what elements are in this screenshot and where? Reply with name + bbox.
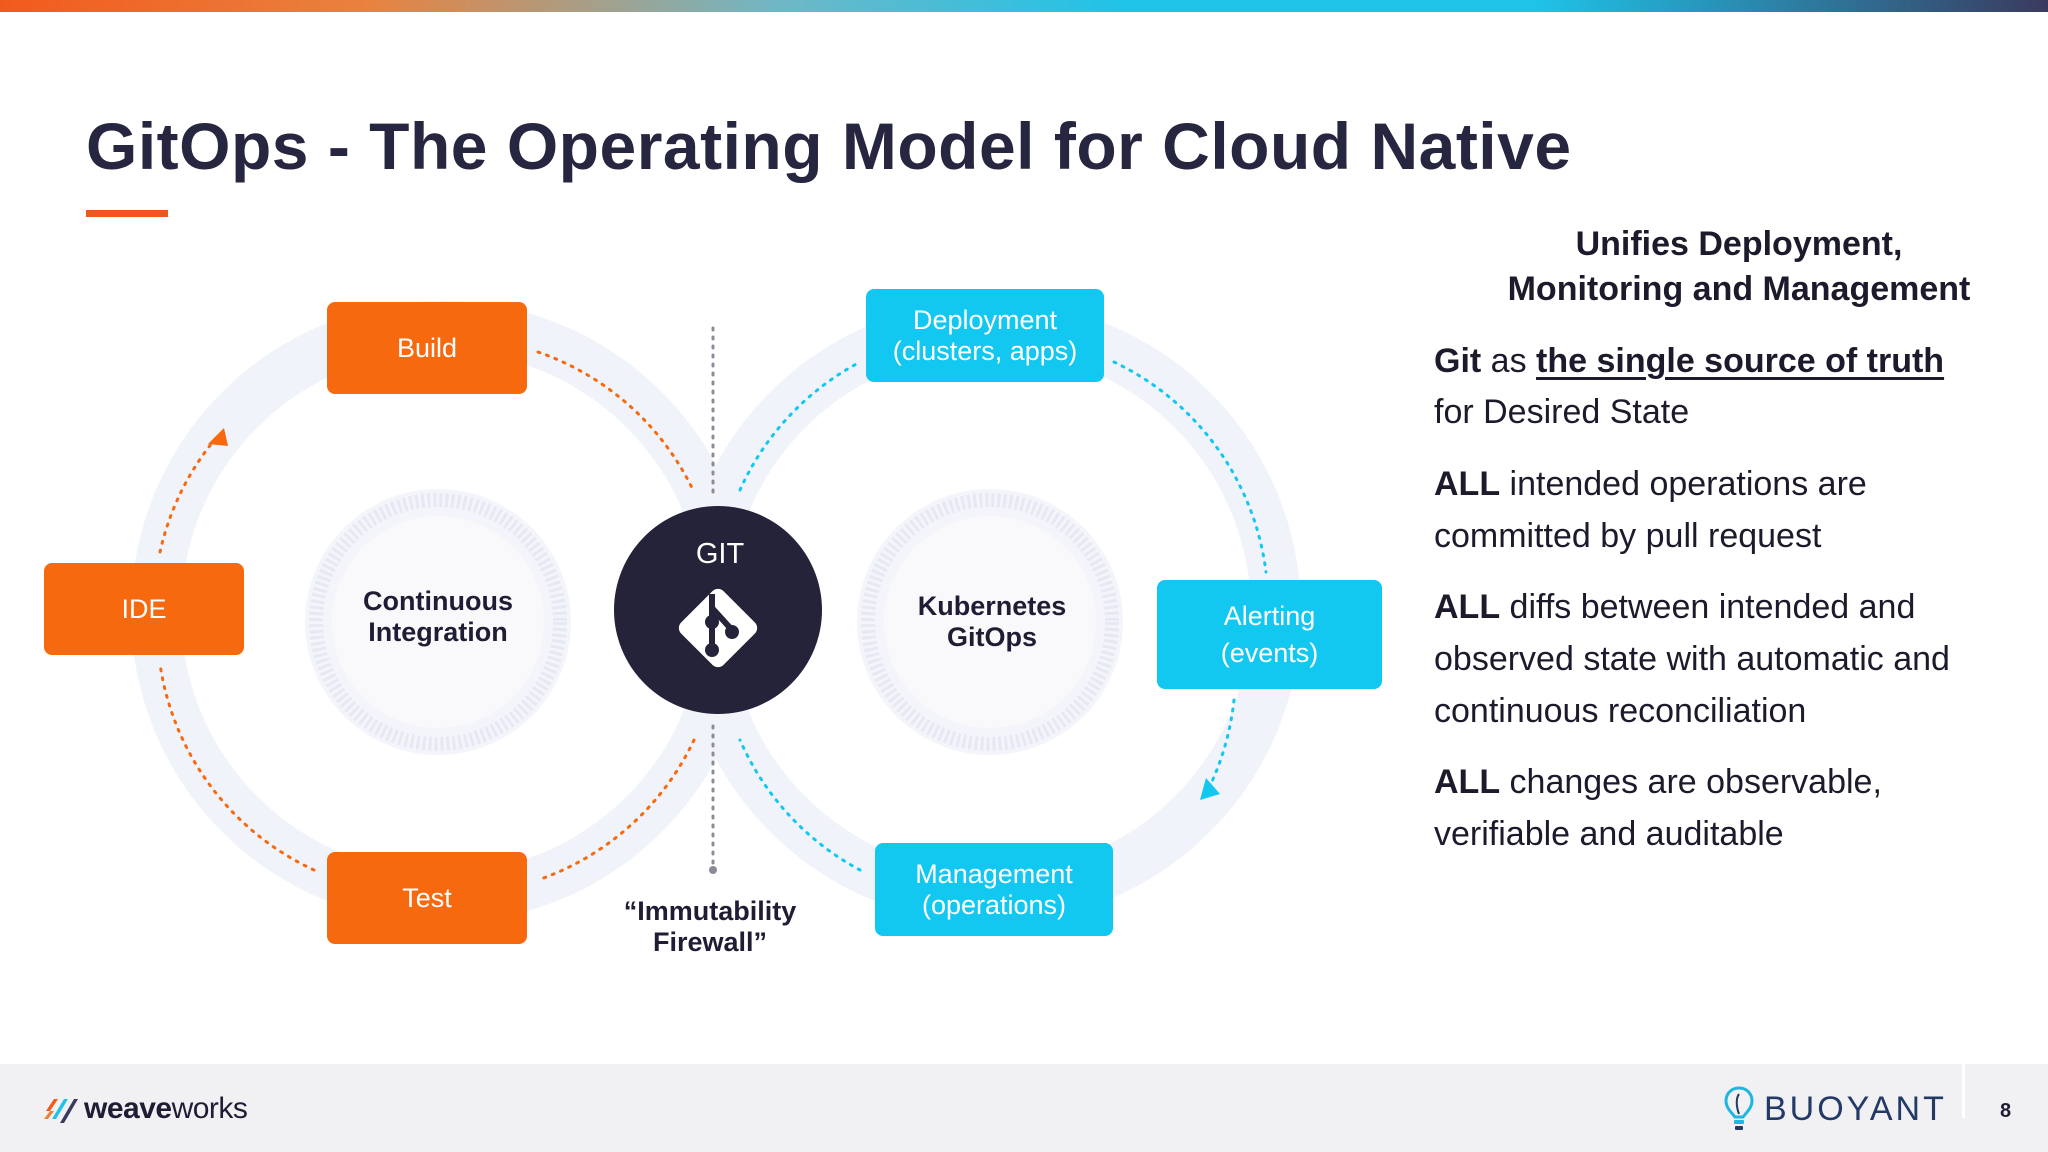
build-label: Build: [396, 332, 458, 363]
ide-label: IDE: [121, 593, 167, 624]
git-label: GIT: [695, 538, 745, 570]
cd-arc-alerting-to-management: [1206, 698, 1236, 792]
ci-arc-git-to-test: [536, 738, 696, 882]
ci-center-label: Continuous Integration: [338, 586, 538, 648]
ci-arc-build-to-git: [536, 350, 696, 494]
point-3-rest: diffs between intended and observed stat…: [1434, 588, 1950, 730]
alerting-box: Alerting (events): [1157, 580, 1382, 689]
git-logo-icon: [678, 588, 758, 668]
ci-center-line-1: Continuous: [363, 586, 513, 616]
point-pull-request: ALL intended operations are committed by…: [1434, 459, 1934, 562]
point-3-lead: ALL: [1434, 588, 1501, 627]
point-source-of-truth: Git as the single source of truth for De…: [1434, 336, 2014, 439]
cd-center-label: Kubernetes GitOps: [892, 591, 1092, 653]
panel-heading-line-1: Unifies Deployment,: [1575, 225, 1903, 263]
deployment-label: Deployment: [912, 305, 1058, 336]
point-1-emphasis: the single source of truth: [1536, 341, 1945, 380]
build-box: Build: [327, 302, 527, 394]
cd-arc-deployment-to-alerting: [1112, 360, 1268, 574]
test-box: Test: [327, 852, 527, 944]
cd-arc-management-to-git: [738, 738, 862, 872]
weaveworks-logo-icon: [44, 1099, 78, 1123]
immutability-firewall-label: “Immutability Firewall”: [600, 896, 820, 958]
alerting-label: Alerting: [1223, 601, 1316, 632]
weaveworks-logo: weaveworks: [44, 1092, 248, 1126]
panel-heading-line-2: Monitoring and Management: [1507, 269, 1971, 308]
deployment-box: Deployment (clusters, apps): [866, 289, 1104, 382]
cd-arrowhead: [1200, 778, 1220, 800]
point-1-lead: Git: [1434, 341, 1482, 380]
point-1-connector: as: [1481, 341, 1537, 380]
point-4-lead: ALL: [1434, 763, 1501, 802]
buoyant-balloon-icon: [1724, 1086, 1754, 1130]
footer-divider: [1962, 1064, 1965, 1118]
ci-arc-ide-to-build: [158, 436, 218, 554]
weaveworks-name-bold: weave: [84, 1092, 172, 1125]
deployment-sublabel: (clusters, apps): [892, 335, 1078, 366]
slide-title: GitOps - The Operating Model for Cloud N…: [86, 109, 1572, 183]
summary-panel: Unifies Deployment, Monitoring and Manag…: [1434, 222, 2014, 881]
ci-center-line-2: Integration: [368, 617, 508, 648]
buoyant-logo: BUOYANT: [1724, 1086, 1947, 1132]
ci-arc-test-to-ide: [158, 662, 316, 872]
point-1-rest: for Desired State: [1434, 393, 1690, 432]
management-sublabel: (operations): [921, 889, 1067, 920]
cd-arc-git-to-deployment: [738, 360, 862, 492]
page-number: 8: [2000, 1100, 2012, 1122]
management-label: Management: [915, 859, 1073, 890]
point-2-rest: intended operations are committed by pul…: [1434, 465, 1867, 555]
firewall-line-2: Firewall”: [652, 927, 768, 958]
firewall-line-end-dot: [709, 866, 717, 874]
slide-footer: [0, 1064, 2048, 1152]
top-gradient-bar: [0, 0, 2048, 12]
cd-center-line-1: Kubernetes: [917, 591, 1067, 621]
buoyant-name: BUOYANT: [1764, 1089, 1947, 1128]
management-box: Management (operations): [875, 843, 1113, 936]
firewall-line-1: “Immutability: [623, 896, 797, 926]
point-2-lead: ALL: [1434, 465, 1501, 504]
ide-box: IDE: [44, 563, 244, 655]
point-4-rest: changes are observable, verifiable and a…: [1434, 763, 1882, 854]
title-accent-underline: [86, 210, 168, 217]
panel-heading: Unifies Deployment, Monitoring and Manag…: [1464, 222, 2014, 312]
point-reconciliation: ALL diffs between intended and observed …: [1434, 582, 1974, 737]
point-observable: ALL changes are observable, verifiable a…: [1434, 757, 1954, 860]
cd-inner-badge: [857, 489, 1123, 755]
cd-center-line-2: GitOps: [946, 622, 1037, 653]
alerting-sublabel: (events): [1220, 637, 1319, 668]
ci-inner-badge: [305, 489, 571, 755]
ci-arrowhead: [208, 428, 228, 446]
test-label: Test: [402, 882, 452, 913]
weaveworks-name-regular: works: [171, 1092, 248, 1125]
